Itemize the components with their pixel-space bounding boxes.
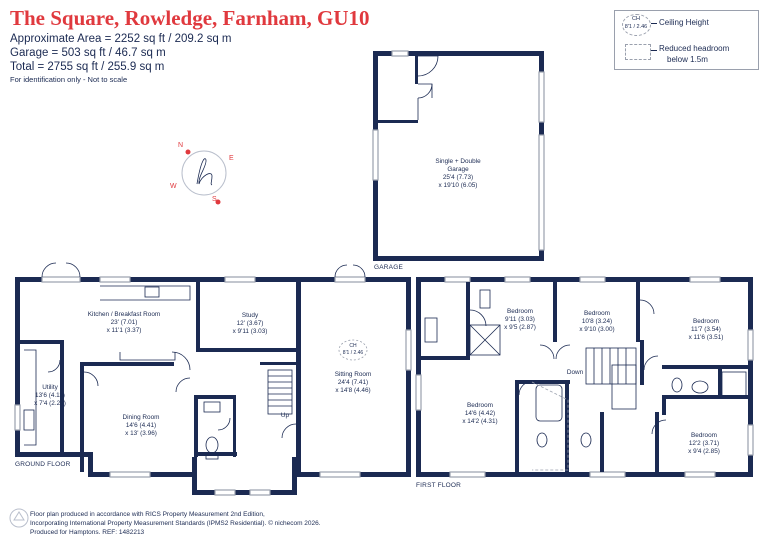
stairs-down-label: Down [566,369,584,376]
legend-ch-top: CH [632,16,640,22]
ground-floor-plan [14,262,412,496]
footer-line-3: Produced for Hamptons. REF: 1482213 [30,528,145,536]
footer-line-2: Incorporating International Property Mea… [30,519,321,527]
compass-w: W [170,183,177,190]
bedroom-1-name: Bedroom [507,308,533,315]
page-title: The Square, Rowledge, Farnham, GU10 [10,6,370,30]
kitchen-name: Kitchen / Breakfast Room [87,311,161,318]
garage-area: Garage = 503 sq ft / 46.7 sq m [10,47,166,59]
sitting-dim-1: 24'4 (7.41) [337,379,369,386]
utility-name: Utility [42,384,58,391]
garage-plan [372,50,545,261]
bedroom-4-dim-2: x 14'2 (4.31) [462,418,498,425]
bedroom-4-name: Bedroom [467,402,493,409]
dining-name: Dining Room [122,414,160,421]
bedroom-5-name: Bedroom [691,432,717,439]
sitting-ch-top: CH [349,343,357,349]
compass-n: N [178,142,184,149]
ground-floor-tag: GROUND FLOOR [15,461,71,468]
bedroom-3-dim-1: 11'7 (3.54) [691,326,721,333]
bedroom-2-dim-2: x 9'10 (3.00) [579,326,615,333]
study-dim-1: 12' (3.67) [236,320,264,327]
bedroom-3-dim-2: x 11'6 (3.51) [688,334,724,341]
compass-south-dot [215,199,221,205]
legend [614,10,759,70]
kitchen-dim-2: x 11'1 (3.37) [106,327,142,334]
legend-reduced-1: Reduced headroom [659,44,730,53]
bedroom-4-dim-1: 14'6 (4.42) [464,410,496,417]
bedroom-1-dim-1: 9'11 (3.03) [505,316,535,323]
first-floor-plan [415,276,754,478]
legend-ch-bottom: 8'1 / 2.46 [624,24,648,30]
bedroom-2-dim-1: 10'8 (3.24) [581,318,613,325]
bedroom-2-name: Bedroom [584,310,610,317]
bedroom-1-dim-2: x 9'5 (2.87) [504,324,536,331]
garage-label-2: Garage [447,166,469,173]
footer-line-1: Floor plan produced in accordance with R… [30,511,265,518]
compass-ring [181,150,227,196]
bedroom-5-dim-2: x 9'4 (2.85) [688,448,720,455]
utility-dim-2: x 7'4 (2.23) [34,400,66,407]
compass-s: S [212,196,217,203]
footer: Floor plan produced in accordance with R… [30,511,321,537]
legend-dash-2 [651,50,657,51]
garage-dim-1: 25'4 (7.73) [442,174,474,181]
garage-floor-tag: GARAGE [374,264,404,271]
rics-icon [9,508,29,528]
sitting-dim-2: x 14'8 (4.46) [335,387,371,394]
kitchen-dim-1: 23' (7.01) [110,319,138,326]
compass [181,149,227,205]
ceiling-height-symbol [622,14,651,36]
legend-reduced-2: below 1.5m [667,55,708,64]
sitting-ch-bottom: 8'1 / 2.46 [342,350,364,356]
logo-mark [196,158,213,186]
legend-dash-1 [651,23,657,24]
study-name: Study [241,312,259,319]
study-dim-2: x 9'11 (3.03) [232,328,268,335]
garage-label-1: Single + Double [435,158,481,165]
legend-ceiling-height: Ceiling Height [659,18,709,27]
compass-north-dot [185,149,191,155]
utility-dim-1: 13'6 (4.11) [35,392,65,399]
dining-dim-1: 14'6 (4.41) [125,422,157,429]
bedroom-5-dim-1: 12'2 (3.71) [688,440,720,447]
garage-dim-2: x 19'10 (6.05) [438,182,478,189]
sitting-name: Sitting Room [334,371,372,378]
dining-dim-2: x 13' (3.96) [125,430,157,437]
first-floor-tag: FIRST FLOOR [416,482,462,489]
reduced-headroom-symbol [625,44,651,60]
bedroom-3-name: Bedroom [693,318,719,325]
stairs-up-label: Up [280,412,290,419]
sitting-ch-symbol [338,339,368,361]
total-area: Total = 2755 sq ft / 255.9 sq m [10,61,165,73]
approx-area: Approximate Area = 2252 sq ft / 209.2 sq… [10,33,232,45]
scale-note: For identification only - Not to scale [10,75,128,84]
compass-e: E [229,155,234,162]
